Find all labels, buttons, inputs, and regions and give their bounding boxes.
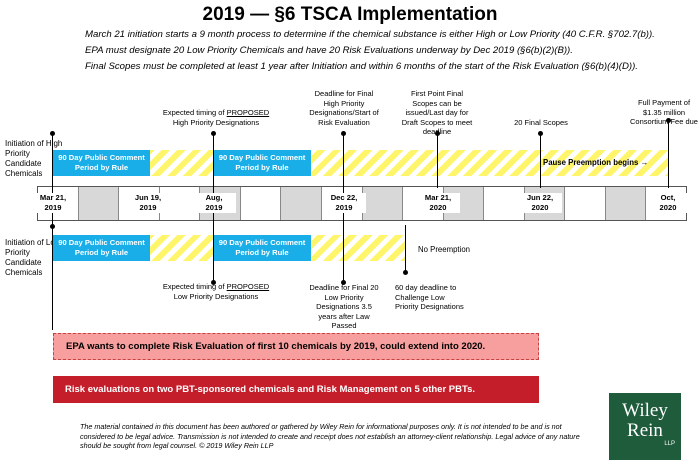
date-jun-2020: Jun 22,2020 <box>518 193 562 213</box>
low-comment-period-2: 90 Day Public Comment Period by Rule <box>213 235 311 261</box>
intro-line-3: Final Scopes must be completed at least … <box>85 61 638 72</box>
timeline-cell <box>281 187 322 220</box>
marker-dot <box>538 131 543 136</box>
final-high-note: Deadline for Final High Priority Designa… <box>309 89 379 127</box>
date-jun-2019: Jun 19,2019 <box>126 193 170 213</box>
low-comment-period-1: 90 Day Public Comment Period by Rule <box>53 235 150 261</box>
guide-line-mar19 <box>52 133 53 330</box>
marker-dot <box>211 131 216 136</box>
timeline-cell <box>38 187 79 220</box>
final-low-note: Deadline for Final 20 Low Priority Desig… <box>309 283 379 330</box>
date-oct-2020: Oct,2020 <box>646 193 690 213</box>
date-aug-2019: Aug,2019 <box>192 193 236 213</box>
first-point-note: First Point Final Scopes can be issued/L… <box>401 89 473 136</box>
page-title: 2019 — §6 TSCA Implementation <box>202 4 498 25</box>
marker-dot <box>403 270 408 275</box>
guide-line-oct20 <box>668 120 669 188</box>
high-priority-label: Initiation of High Priority Candidate Ch… <box>5 139 63 178</box>
marker-dot <box>341 280 346 285</box>
timeline-cell <box>362 187 404 220</box>
timeline-cell <box>565 187 606 220</box>
date-mar-2019: Mar 21,2019 <box>31 193 75 213</box>
high-comment-period-1: 90 Day Public Comment Period by Rule <box>53 150 150 176</box>
guide-line-mar20 <box>437 133 438 188</box>
marker-dot <box>435 131 440 136</box>
timeline-cell <box>605 187 647 220</box>
risk-evaluation-goal-box: EPA wants to complete Risk Evaluation of… <box>53 333 539 360</box>
marker-dot <box>50 224 55 229</box>
marker-dot <box>341 131 346 136</box>
date-mar-2020: Mar 21,2020 <box>416 193 460 213</box>
pbt-chemicals-box: Risk evaluations on two PBT-sponsored ch… <box>53 376 539 403</box>
final-scopes-note: 20 Final Scopes <box>514 118 568 127</box>
guide-line-challenge <box>405 225 406 273</box>
pause-preemption-label: Pause Preemption begins → <box>543 158 649 167</box>
marker-dot <box>50 131 55 136</box>
high-priority-track <box>53 150 668 176</box>
marker-dot <box>211 280 216 285</box>
guide-line-jun20 <box>540 133 541 188</box>
intro-line-2: EPA must designate 20 Low Priority Chemi… <box>85 45 573 56</box>
intro-line-1: March 21 initiation starts a 9 month pro… <box>85 29 655 40</box>
marker-dot <box>666 118 671 123</box>
no-preemption-label: No Preemption <box>418 245 471 254</box>
low-priority-label: Initiation of Low Priority Candidate Che… <box>5 238 61 277</box>
disclaimer-text: The material contained in this document … <box>80 422 580 450</box>
full-payment-note: Full Payment of $1.35 million Consortium… <box>630 98 698 126</box>
timeline-cell <box>241 187 282 220</box>
high-comment-period-2: 90 Day Public Comment Period by Rule <box>213 150 311 176</box>
wiley-rein-logo: Wiley Rein LLP <box>609 393 681 460</box>
timeline-cell <box>78 187 120 220</box>
date-dec-2019: Dec 22,2019 <box>322 193 366 213</box>
challenge-note: 60 day deadline to Challenge Low Priorit… <box>395 283 464 311</box>
